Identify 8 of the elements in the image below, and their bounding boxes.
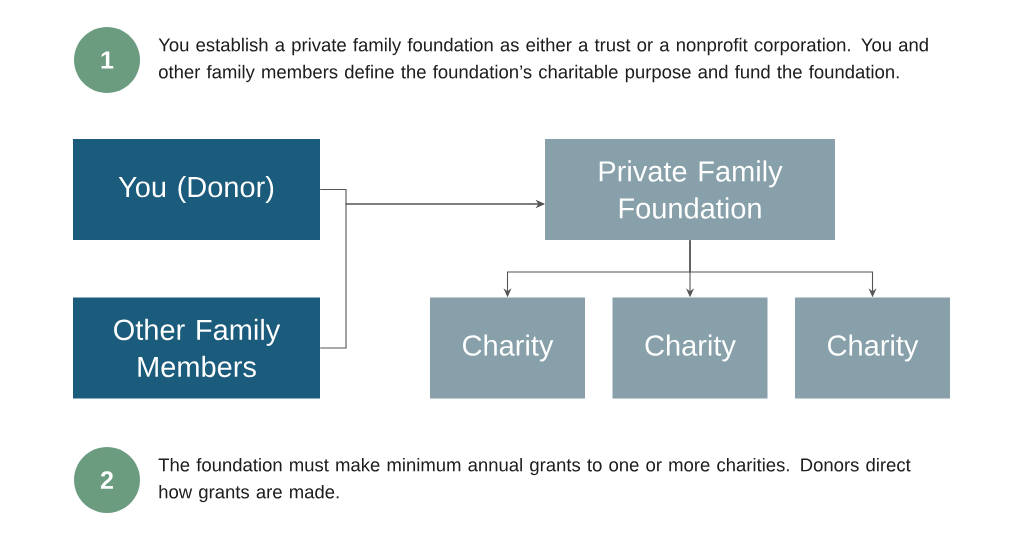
person-box: Other Family Members (73, 297, 320, 399)
charity-box: Charity (795, 297, 950, 399)
foundation-box: Private Family Foundation (545, 139, 835, 240)
charity-box: Charity (430, 297, 585, 399)
person-box: You (Donor) (73, 139, 320, 240)
step-text: The foundation must make minimum annual grants to one or more charities. Donors direct how grants are made. (158, 457, 911, 503)
charity-box: Charity (612, 297, 768, 399)
step-text: You establish a private family foundation as either a trust or a nonprofit corporation. You and other family members define the foundation’s charitable purpose and fund the foundation. (158, 37, 928, 83)
